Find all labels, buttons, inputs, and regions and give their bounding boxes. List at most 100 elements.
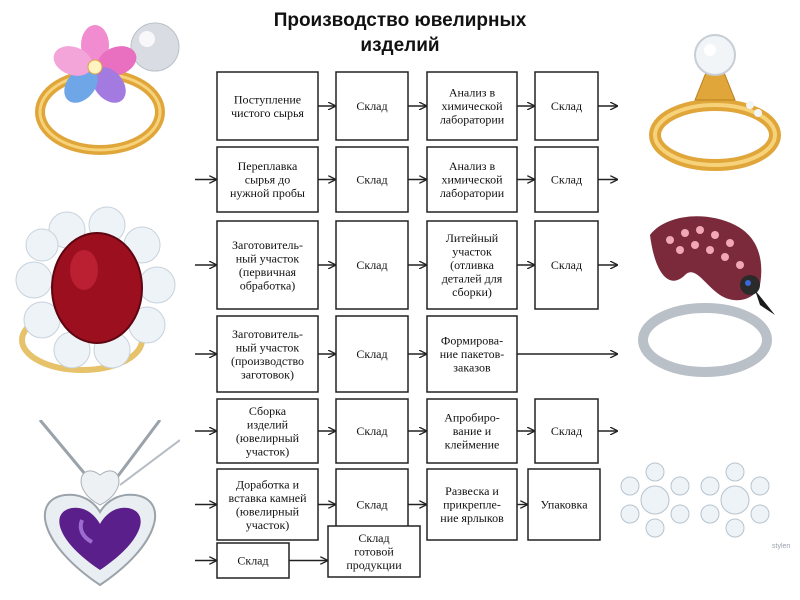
- flow-box-frame: [534, 146, 599, 213]
- flow-box-r3-c2: Склад: [335, 220, 409, 310]
- flow-box-text-line: Литейный: [446, 231, 499, 245]
- flow-box-text-line: Заготовитель-: [232, 327, 303, 341]
- flow-box-frame: [216, 146, 319, 213]
- flow-box-r3-c1: Заготовитель-ный участок(первичнаяобрабо…: [216, 220, 319, 310]
- flow-box-text-line: заготовок): [241, 367, 294, 381]
- photo-ring-gold: [640, 10, 790, 190]
- flow-box-frame: [216, 71, 319, 141]
- flow-box-r4-c3: Формирова-ние пакетов-заказов: [426, 315, 518, 393]
- flow-box-text-line: участок): [246, 444, 290, 458]
- flow-box-text-line: ный участок: [236, 251, 300, 265]
- photo-ring-flower: [15, 12, 185, 162]
- flow-box-text-line: Переплавка: [238, 159, 298, 173]
- flow-box-text-line: ный участок: [236, 340, 300, 354]
- flow-box-text-line: вание и: [453, 424, 492, 438]
- flow-box-text-line: обработка): [240, 278, 296, 292]
- flow-box-frame: [534, 398, 599, 464]
- flow-box-text-line: вставка камней: [228, 491, 307, 505]
- flow-box-text-line: Склад: [356, 424, 387, 438]
- flow-box-text-line: клеймение: [445, 438, 500, 452]
- flow-box-frame: [335, 220, 409, 310]
- flow-box-text-line: нужной пробы: [230, 186, 305, 200]
- flow-box-frame: [216, 398, 319, 464]
- flow-box-r4-c2: Склад: [335, 315, 409, 393]
- flow-box-text-line: Заготовитель-: [232, 238, 303, 252]
- flow-box-text-line: Склад: [356, 258, 387, 272]
- flow-box-text-line: Анализ в: [449, 86, 496, 100]
- flow-box-frame: [426, 71, 518, 141]
- flow-box-text-line: лаборатории: [440, 186, 505, 200]
- flow-box-text-line: участок): [246, 518, 290, 532]
- flow-box-frame: [426, 468, 518, 541]
- flow-box-text-line: Склад: [551, 424, 582, 438]
- flow-box-frame: [426, 146, 518, 213]
- flow-box-text-line: Склад: [358, 531, 389, 545]
- flow-box-frame: [426, 398, 518, 464]
- flow-box-r2-c4: Склад: [534, 146, 599, 213]
- flow-box-text-line: сырья до: [245, 173, 291, 187]
- flow-box-text-line: Развеска и: [445, 484, 499, 498]
- flow-box-frame: [327, 525, 421, 578]
- flow-box-text-line: Анализ в: [449, 159, 496, 173]
- flow-box-text-line: Склад: [356, 347, 387, 361]
- photo-ring-flamingo: [625, 205, 790, 390]
- flow-box-text-line: (первичная: [239, 265, 297, 279]
- flow-box-text-line: лаборатории: [440, 113, 505, 127]
- flow-box-text-line: (ювелирный: [236, 504, 300, 518]
- photo-ring-ruby: [12, 200, 182, 390]
- flow-box-text-line: чистого сырья: [231, 106, 304, 120]
- flow-box-text-line: Склад: [237, 554, 268, 568]
- flow-box-r1-c4: Склад: [534, 71, 599, 141]
- photo-caption: stylemaker: [772, 543, 790, 550]
- snowflake-earrings-icon: stylemaker: [620, 462, 790, 550]
- flow-box-text-line: Упаковка: [540, 498, 588, 512]
- flow-box-text-line: Склад: [551, 173, 582, 187]
- page-title-line-2: изделий: [360, 35, 440, 56]
- flow-box-r2-c2: Склад: [335, 146, 409, 213]
- flow-box-frame: [426, 315, 518, 393]
- photo-pendant-amethyst: [20, 420, 180, 590]
- flow-box-frame: [335, 146, 409, 213]
- page-title: Производство ювелирных изделий: [230, 8, 570, 58]
- flow-box-text-line: участок: [452, 245, 492, 259]
- flow-box-frame: [335, 398, 409, 464]
- flower-gem-ring-icon: [35, 22, 180, 155]
- flow-box-text-line: Поступление: [234, 92, 301, 106]
- flow-box-r5-c4: Склад: [534, 398, 599, 464]
- flow-box-text-line: химической: [441, 99, 503, 113]
- flow-box-text-line: ние пакетов-: [440, 347, 505, 361]
- flow-box-frame: [216, 542, 290, 579]
- flow-box-frame: [426, 220, 518, 310]
- flow-box-text-line: ние ярлыков: [440, 511, 504, 525]
- flow-box-r1-c2: Склад: [335, 71, 409, 141]
- flow-box-text-line: Склад: [356, 498, 387, 512]
- flow-box-text-line: химической: [441, 173, 503, 187]
- flow-box-text-line: Склад: [356, 99, 387, 113]
- flow-box-r7-c1: Склад: [216, 542, 290, 579]
- amethyst-heart-pendant-icon: [38, 420, 180, 587]
- flow-box-frame: [335, 71, 409, 141]
- flow-box-r3-c4: Склад: [534, 220, 599, 310]
- flow-box-text-line: Доработка и: [236, 477, 300, 491]
- flow-box-frame: [216, 468, 319, 541]
- photo-earrings: stylemaker: [610, 440, 790, 560]
- flow-box-text-line: заказов: [453, 361, 491, 375]
- flow-box-text-line: готовой: [354, 545, 394, 559]
- flow-box-frame: [335, 315, 409, 393]
- flow-box-frame: [216, 315, 319, 393]
- flow-box-text-line: (ювелирный: [236, 431, 300, 445]
- flow-box-text-line: Склад: [551, 258, 582, 272]
- ruby-ring-icon: [15, 206, 176, 373]
- flow-box-text-line: сборки): [452, 285, 492, 299]
- flow-box-text-line: Склад: [356, 173, 387, 187]
- flow-box-text-line: деталей для: [442, 272, 503, 286]
- flamingo-ring-icon: [638, 216, 775, 377]
